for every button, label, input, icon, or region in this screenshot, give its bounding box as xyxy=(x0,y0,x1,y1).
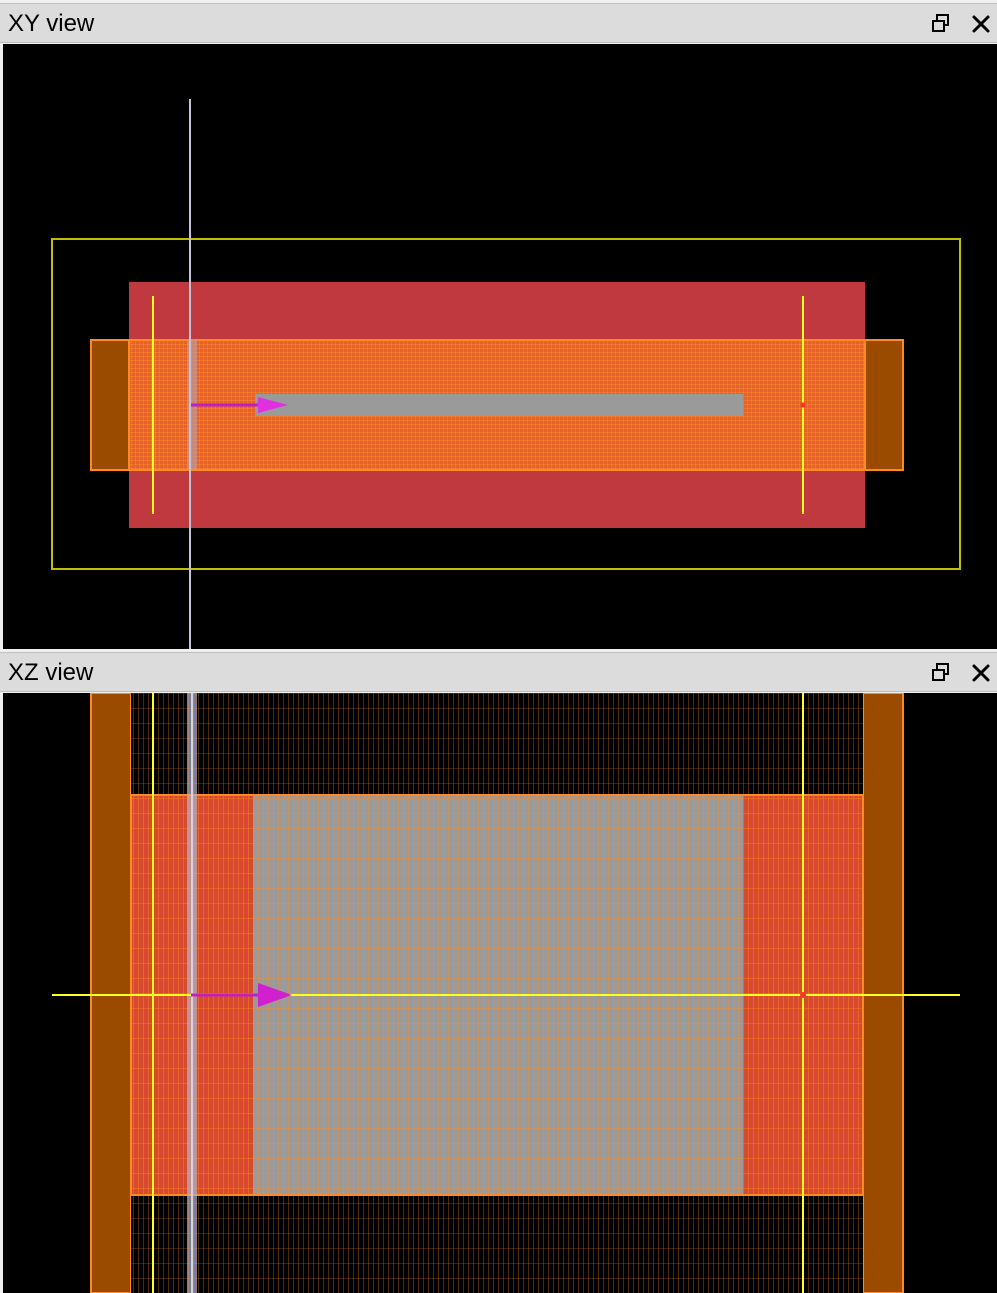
close-icon[interactable] xyxy=(969,661,993,685)
mesh-band-outline xyxy=(128,339,866,471)
xy-view-panel: XY view xyxy=(0,3,997,649)
source-arrow-icon[interactable] xyxy=(258,983,292,1007)
monitor-right-marker xyxy=(800,992,806,998)
left-end-block[interactable] xyxy=(90,339,132,471)
right-end-block[interactable] xyxy=(862,693,904,1293)
xz-view-canvas[interactable] xyxy=(3,693,997,1293)
source-arrow-icon[interactable] xyxy=(258,397,288,413)
fdtd-region-outline[interactable] xyxy=(51,238,961,570)
restore-window-icon[interactable] xyxy=(929,661,953,685)
right-end-block[interactable] xyxy=(862,339,904,471)
lower-mesh-grid xyxy=(131,1195,863,1293)
xz-view-title: XZ view xyxy=(8,659,94,686)
monitor-right-marker xyxy=(800,402,806,408)
restore-window-icon[interactable] xyxy=(929,12,953,36)
xz-view-titlebar[interactable]: XZ view xyxy=(0,652,997,692)
left-end-block[interactable] xyxy=(90,693,132,1293)
xz-view-panel: XZ view xyxy=(0,652,997,1293)
waveguide[interactable] xyxy=(255,394,743,416)
xy-view-titlebar[interactable]: XY view xyxy=(0,3,997,43)
close-icon[interactable] xyxy=(969,12,993,36)
upper-mesh-grid xyxy=(131,693,863,795)
xy-view-title: XY view xyxy=(8,10,95,37)
xy-view-canvas[interactable] xyxy=(3,44,997,649)
